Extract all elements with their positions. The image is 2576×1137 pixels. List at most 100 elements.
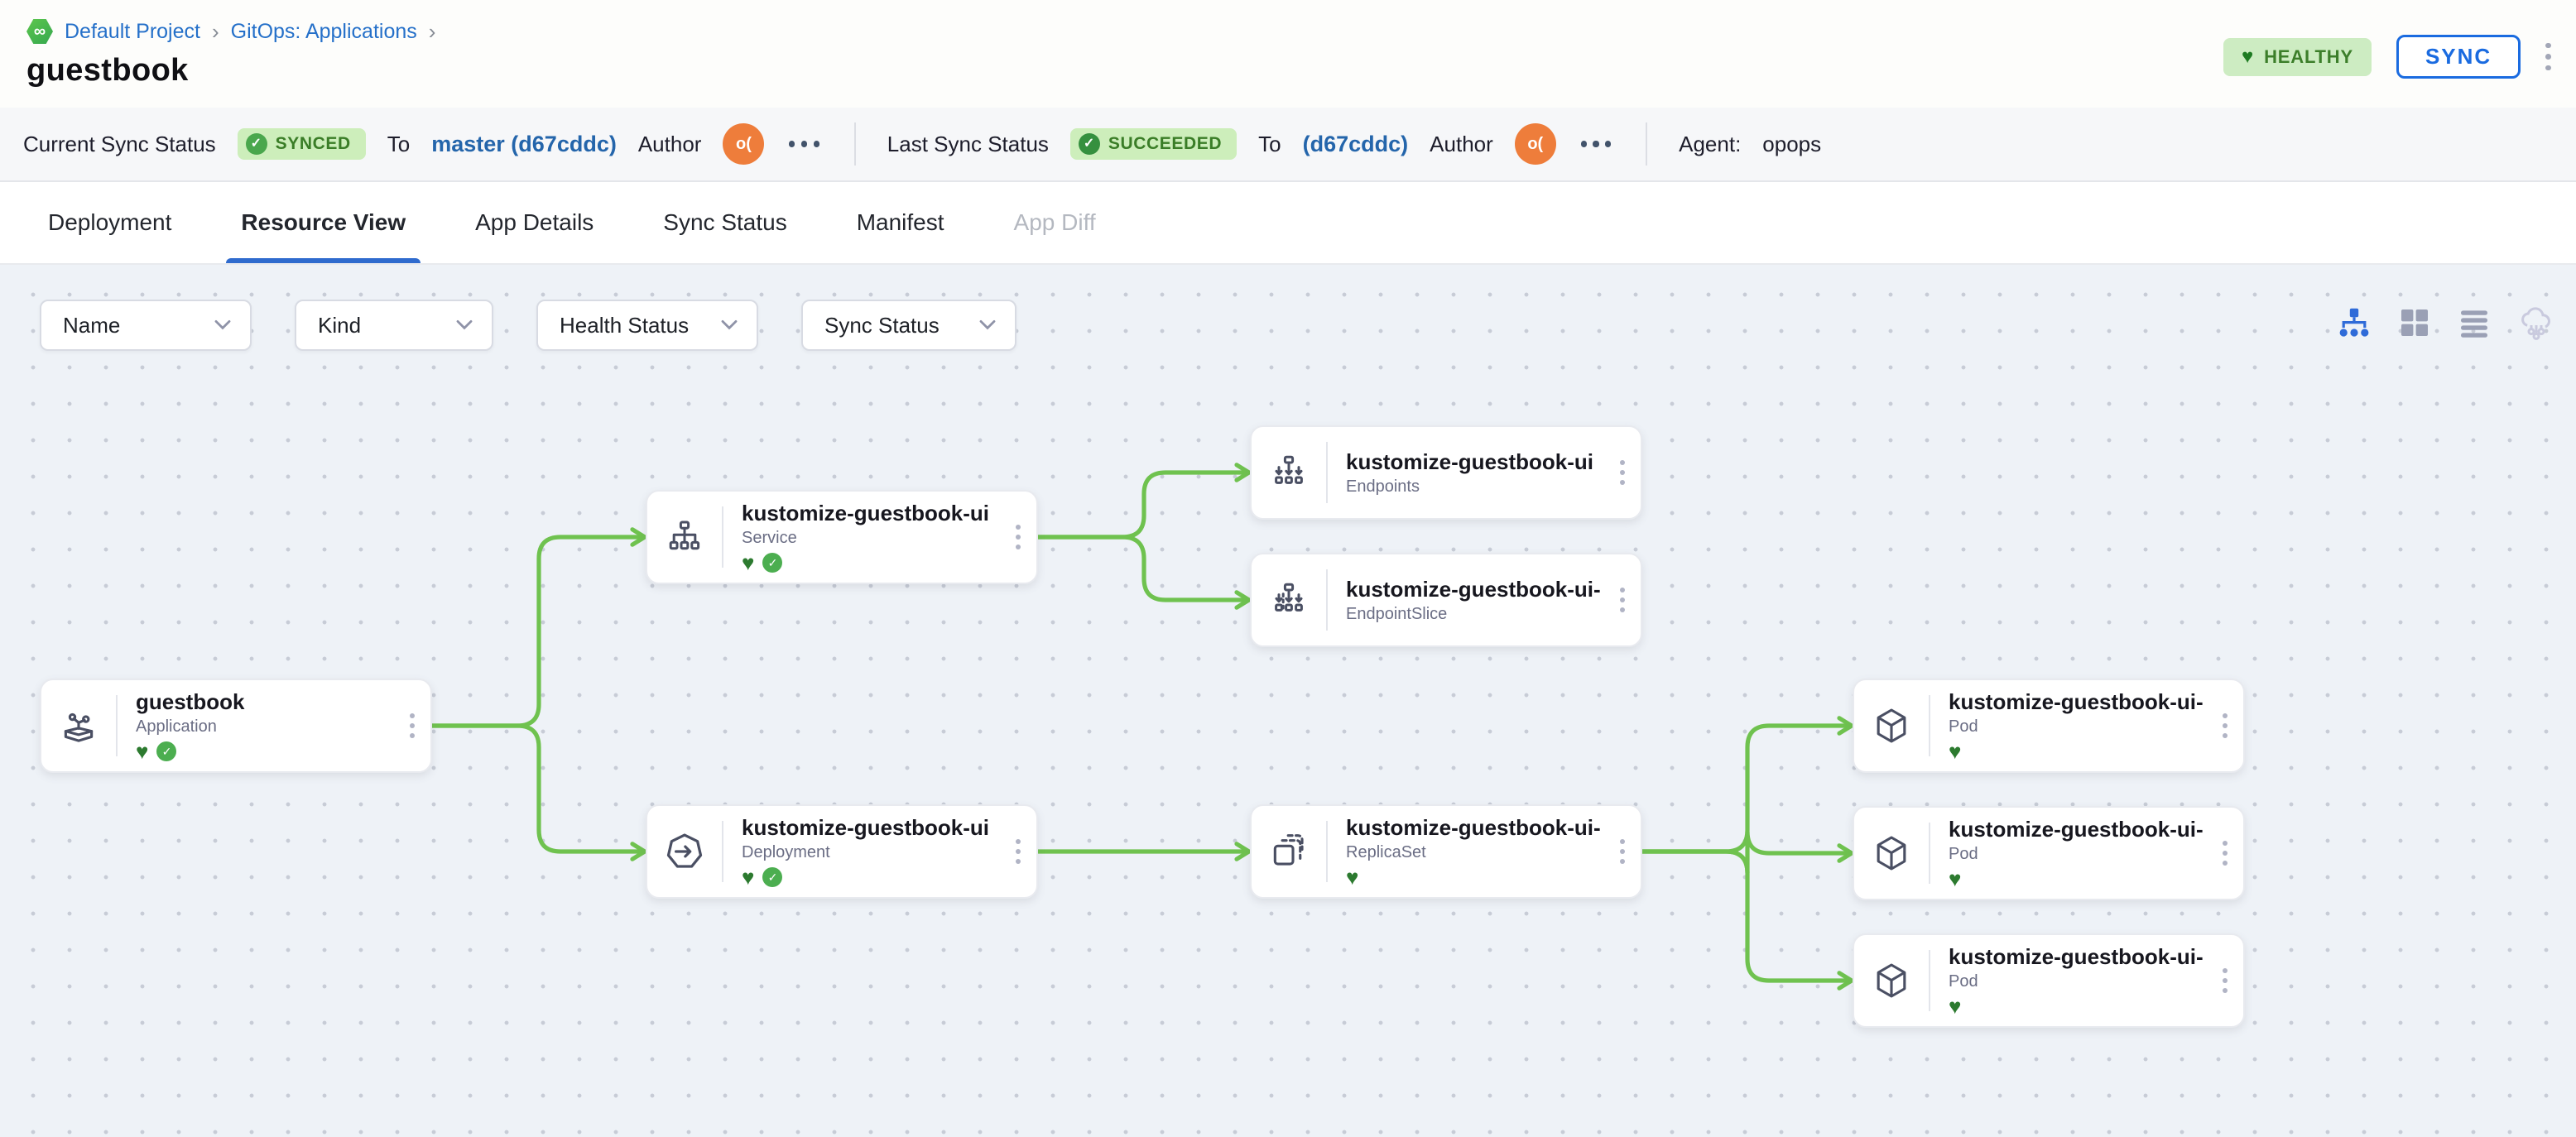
- tab-manifest[interactable]: Manifest: [856, 209, 944, 235]
- health-heart-icon: ♥: [1949, 739, 1962, 764]
- to-label: To: [1258, 131, 1281, 156]
- endpoints-icon: [1252, 453, 1326, 492]
- resource-name: kustomize-guestbook-ui: [742, 501, 990, 525]
- chevron-right-icon: ›: [211, 18, 219, 44]
- tab-deployment[interactable]: Deployment: [48, 209, 172, 235]
- list-view-icon[interactable]: [2458, 307, 2490, 338]
- filter-bar: Name Kind Health Status Sync Status: [40, 300, 1016, 351]
- resource-status-icons: ♥: [1949, 741, 2204, 762]
- filter-name-dropdown[interactable]: Name: [40, 300, 252, 351]
- breadcrumb-applications-link[interactable]: GitOps: Applications: [230, 19, 417, 43]
- health-heart-icon: ♥: [1346, 865, 1359, 890]
- resource-name: kustomize-guestbook-ui: [742, 815, 990, 840]
- last-revision-link[interactable]: (d67cddc): [1302, 131, 1409, 156]
- divider: [1929, 950, 1930, 1011]
- tree-view-icon[interactable]: [2338, 306, 2371, 339]
- succeeded-badge-label: SUCCEEDED: [1108, 134, 1223, 153]
- ellipsis-icon[interactable]: [786, 141, 822, 147]
- chevron-down-icon: [456, 320, 473, 330]
- page-title: guestbook: [26, 53, 189, 88]
- node-kebab-menu-icon[interactable]: [1604, 458, 1641, 487]
- author-label: Author: [637, 131, 702, 156]
- synced-badge-label: SYNCED: [275, 134, 351, 153]
- agent-value: opops: [1762, 131, 1822, 156]
- node-kebab-menu-icon[interactable]: [1604, 586, 1641, 615]
- node-body: kustomize-guestbook-ui-... Pod ♥: [1930, 817, 2207, 890]
- tab-sync-status[interactable]: Sync Status: [663, 209, 787, 235]
- resource-kind: EndpointSlice: [1346, 604, 1448, 623]
- resource-status-icons: ♥: [1949, 995, 2204, 1017]
- health-heart-icon: ♥: [1949, 866, 1962, 891]
- divider: [1646, 122, 1648, 166]
- check-circle-icon: ✓: [1078, 133, 1100, 155]
- node-kebab-menu-icon[interactable]: [1000, 523, 1036, 552]
- grid-view-icon[interactable]: [2399, 307, 2430, 338]
- node-pod-card[interactable]: kustomize-guestbook-ui-...Pod♥: [1853, 679, 2245, 773]
- resource-name: kustomize-guestbook-ui-...: [1949, 817, 2204, 842]
- application-icon: [41, 705, 116, 746]
- agent-label: Agent:: [1679, 131, 1742, 156]
- author-avatar[interactable]: o(: [1514, 123, 1556, 165]
- replicaset-icon: [1252, 831, 1326, 872]
- tab-bar: Deployment Resource View App Details Sync S…: [0, 182, 2576, 265]
- filter-label: Sync Status: [824, 312, 940, 338]
- node-kebab-menu-icon[interactable]: [1000, 837, 1036, 866]
- node-kebab-menu-icon[interactable]: [2207, 712, 2243, 741]
- health-status-badge: ♥ HEALTHY: [2223, 37, 2372, 76]
- divider: [722, 821, 723, 882]
- current-sync-label: Current Sync Status: [23, 131, 216, 156]
- service-icon: [647, 517, 722, 557]
- gitops-logo-icon: ∞: [26, 18, 53, 45]
- node-kebab-menu-icon[interactable]: [2207, 967, 2243, 995]
- filter-kind-dropdown[interactable]: Kind: [295, 300, 493, 351]
- tab-app-details[interactable]: App Details: [475, 209, 594, 235]
- divider: [1929, 695, 1930, 756]
- to-label: To: [387, 131, 411, 156]
- resource-kind: Pod: [1949, 845, 1978, 863]
- resource-kind: Deployment: [742, 843, 830, 861]
- deployment-icon: [647, 830, 722, 873]
- resource-status-icons: ♥✓: [742, 866, 997, 888]
- endpointslice-icon: [1252, 580, 1326, 620]
- kebab-menu-icon[interactable]: [2545, 40, 2551, 74]
- node-replicaset-card[interactable]: kustomize-guestbook-ui-...ReplicaSet♥: [1250, 804, 1642, 899]
- divider: [722, 506, 723, 568]
- node-pod-card[interactable]: kustomize-guestbook-ui-... Pod ♥: [1853, 806, 2245, 900]
- current-revision-link[interactable]: master (d67cddc): [431, 131, 617, 156]
- filter-health-status-dropdown[interactable]: Health Status: [536, 300, 758, 351]
- filter-label: Kind: [318, 312, 362, 338]
- synced-badge: ✓ SYNCED: [237, 128, 366, 160]
- sync-button[interactable]: SYNC: [2396, 35, 2521, 79]
- node-kebab-menu-icon[interactable]: [1604, 837, 1641, 866]
- tab-resource-view[interactable]: Resource View: [206, 182, 440, 263]
- resource-name: kustomize-guestbook-ui-...: [1949, 944, 2204, 969]
- filter-label: Health Status: [560, 312, 690, 338]
- resource-status-icons: ♥: [1949, 868, 2204, 890]
- succeeded-badge: ✓ SUCCEEDED: [1069, 128, 1238, 160]
- cloud-view-icon[interactable]: [2518, 305, 2554, 341]
- node-body: kustomize-guestbook-ui-...Pod♥: [1930, 944, 2207, 1017]
- node-endpointslice-card[interactable]: kustomize-guestbook-ui-...EndpointSlice: [1250, 553, 1642, 647]
- node-kebab-menu-icon[interactable]: [394, 712, 430, 741]
- breadcrumb-project-link[interactable]: Default Project: [65, 19, 200, 43]
- node-body: kustomize-guestbook-ui-...Pod♥: [1930, 689, 2207, 762]
- author-label: Author: [1430, 131, 1493, 156]
- node-kebab-menu-icon[interactable]: [2207, 839, 2243, 868]
- resource-kind: ReplicaSet: [1346, 843, 1426, 861]
- resource-kind: Service: [742, 529, 797, 547]
- node-pod-card[interactable]: kustomize-guestbook-ui-...Pod♥: [1853, 933, 2245, 1028]
- ellipsis-icon[interactable]: [1578, 141, 1614, 147]
- resource-status-icons: ♥: [1346, 866, 1601, 888]
- filter-sync-status-dropdown[interactable]: Sync Status: [801, 300, 1016, 351]
- divider: [853, 122, 856, 166]
- author-avatar[interactable]: o(: [723, 123, 765, 165]
